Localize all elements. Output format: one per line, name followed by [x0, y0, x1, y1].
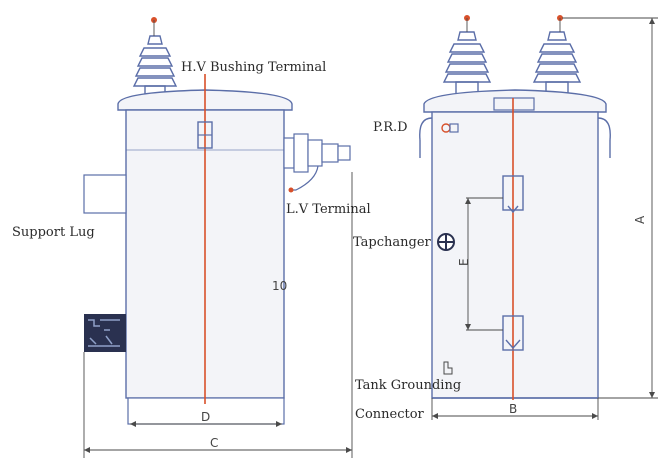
right-cover [423, 89, 607, 113]
tank-grounding-connector [443, 361, 453, 375]
hv-bushing-label: H.V Bushing Terminal [181, 60, 326, 75]
support-lug [83, 174, 127, 214]
tank-grounding-label: Tank Grounding [355, 378, 461, 393]
right-hv-bushing-2 [532, 15, 582, 97]
lv-terminal-assembly [283, 133, 351, 193]
dim-d-label: D [201, 410, 210, 424]
tapchanger-handle [437, 233, 455, 251]
dim-e-label: E [457, 258, 471, 266]
connector-label: Connector [355, 407, 425, 422]
right-hv-bushing-1 [442, 15, 492, 97]
dim-10-label: 10 [272, 279, 287, 293]
tapchanger-label: Tapchanger [353, 235, 432, 250]
dim-a-label: A [633, 215, 647, 224]
lv-terminal-label: L.V Terminal [286, 202, 371, 217]
right-tank [431, 111, 599, 399]
left-base [127, 397, 285, 425]
prd-valve [441, 123, 459, 133]
left-hv-bushing [132, 17, 178, 97]
support-lug-label: Support Lug [12, 225, 95, 240]
left-view [83, 17, 353, 458]
dim-c-label: C [210, 436, 218, 450]
dim-b-label: B [509, 402, 517, 416]
right-view [419, 15, 658, 420]
prd-label: P.R.D [373, 120, 408, 135]
